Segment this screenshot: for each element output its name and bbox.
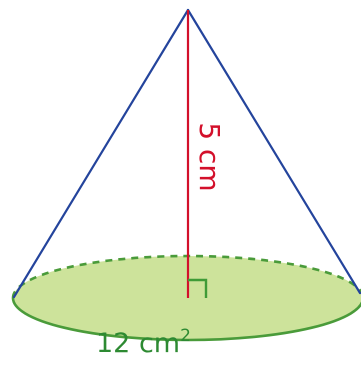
right-angle-marker xyxy=(188,278,208,298)
cone-base-front-edge xyxy=(11,297,361,342)
height-label: 5 cm xyxy=(193,122,226,191)
base-area-exponent: 2 xyxy=(180,326,191,346)
cone-slant-edge-left xyxy=(12,8,190,299)
base-area-value: 12 cm xyxy=(96,328,180,359)
base-area-label: 12 cm2 xyxy=(96,326,191,359)
cone-slant-edge-right xyxy=(186,8,361,295)
